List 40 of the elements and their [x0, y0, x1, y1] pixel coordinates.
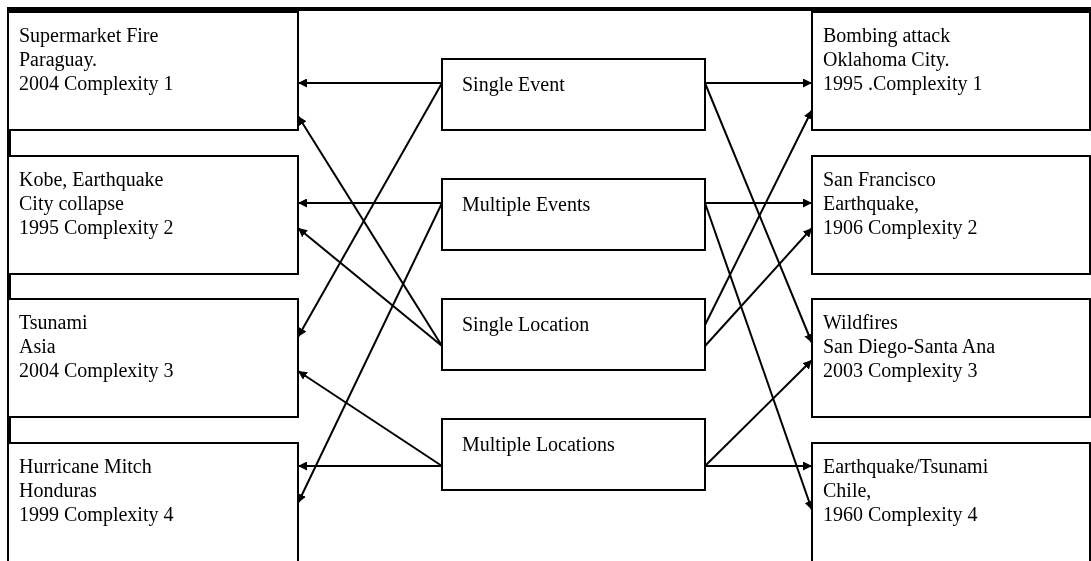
box-text: Single Event: [462, 72, 566, 96]
category-box: [441, 58, 706, 131]
box-text: 1995 Complexity 2: [19, 215, 175, 239]
box-text: 1999 Complexity 4: [19, 502, 175, 526]
box-text: Kobe, Earthquake: [19, 167, 165, 191]
category-box: [441, 298, 706, 371]
box-text: 2003 Complexity 3: [823, 358, 979, 382]
box-text: San Francisco: [823, 167, 937, 191]
box-text: 1906 Complexity 2: [823, 215, 979, 239]
event-box: [7, 298, 299, 418]
box-text: 1960 Complexity 4: [823, 502, 979, 526]
box-text: Multiple Locations: [462, 432, 616, 456]
box-text: 2004 Complexity 3: [19, 358, 175, 382]
event-box: [811, 298, 1091, 418]
box-text: Tsunami: [19, 310, 89, 334]
box-text: San Diego-Santa Ana: [823, 334, 997, 358]
event-box: [811, 442, 1091, 561]
event-box: [7, 442, 299, 561]
box-text: 2004 Complexity 1: [19, 71, 175, 95]
event-box: [811, 11, 1091, 131]
box-text: 1995 .Complexity 1: [823, 71, 984, 95]
box-text: Bombing attack: [823, 23, 952, 47]
box-text: Paraguay.: [19, 47, 99, 71]
box-text: Wildfires: [823, 310, 899, 334]
box-text: City collapse: [19, 191, 125, 215]
category-box: [441, 418, 706, 491]
box-text: Hurricane Mitch: [19, 454, 153, 478]
box-text: Chile,: [823, 478, 873, 502]
box-text: Supermarket Fire: [19, 23, 160, 47]
event-box: [811, 155, 1091, 275]
box-text: Honduras: [19, 478, 98, 502]
event-box: [7, 155, 299, 275]
box-text: Multiple Events: [462, 192, 592, 216]
event-box: [7, 11, 299, 131]
category-box: [441, 178, 706, 251]
box-text: Single Location: [462, 312, 591, 336]
box-text: Earthquake,: [823, 191, 921, 215]
box-text: Oklahoma City.: [823, 47, 951, 71]
box-text: Asia: [19, 334, 57, 358]
box-text: Earthquake/Tsunami: [823, 454, 990, 478]
